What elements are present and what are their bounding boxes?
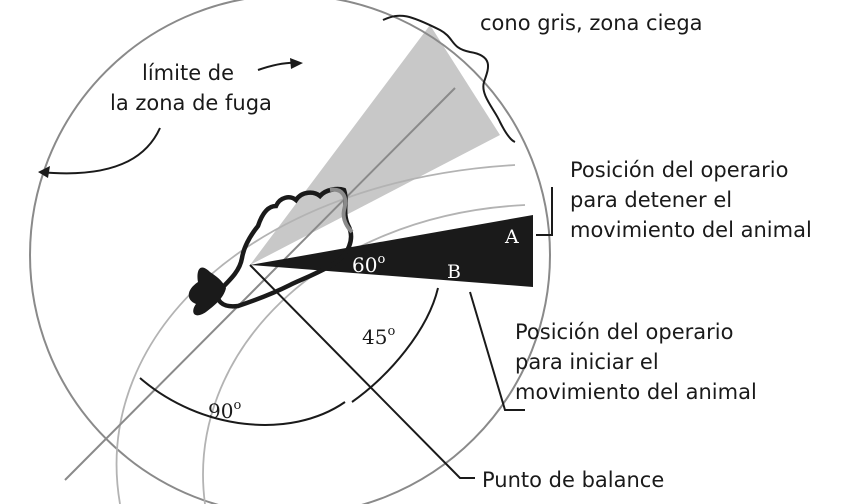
stop-position-label-2: para detener el <box>570 188 732 212</box>
angle-90-degree: o <box>233 398 241 413</box>
angle-45-value: 45 <box>362 325 387 349</box>
stop-position-label-3: movimiento del animal <box>570 218 812 242</box>
point-a-label: A <box>504 226 519 248</box>
angle-45-degree: o <box>387 324 395 339</box>
point-b-label: B <box>447 261 461 283</box>
animal-head <box>188 267 226 316</box>
flight-zone-label-1: límite de <box>142 61 234 85</box>
flight-zone-circle <box>29 0 551 504</box>
start-position-label-3: movimiento del animal <box>515 380 757 404</box>
blind-zone-label: cono gris, zona ciega <box>480 11 703 35</box>
start-position-label-2: para iniciar el <box>515 350 659 374</box>
balance-point-label: Punto de balance <box>482 468 664 492</box>
angle-60-label: 60o <box>352 252 385 277</box>
stop-position-label-1: Posición del operario <box>570 158 788 182</box>
flight-zone-arrowhead <box>38 166 50 178</box>
stop-position-bracket <box>536 187 553 236</box>
blind-zone-cone <box>250 25 500 265</box>
angle-90-label: 90o <box>208 398 241 423</box>
flight-zone-arrow <box>39 127 161 175</box>
balance-point-line <box>249 264 475 479</box>
angle-arc-45 <box>351 287 439 403</box>
body-axis-line <box>64 87 456 481</box>
inner-arc-2 <box>202 204 526 504</box>
angle-60-degree: o <box>377 252 385 267</box>
angle-arc-90 <box>139 377 346 426</box>
blind-zone-brace <box>382 14 516 143</box>
angle-90-value: 90 <box>208 399 233 423</box>
animal-rear-edge <box>329 187 354 234</box>
flight-zone-label-2: la zona de fuga <box>110 91 272 115</box>
flight-zone-arrowhead-upper <box>290 58 303 69</box>
angle-45-label: 45o <box>362 324 395 349</box>
angle-60-value: 60 <box>352 253 377 277</box>
start-position-label-1: Posición del operario <box>515 320 733 344</box>
start-position-leader <box>469 291 525 411</box>
